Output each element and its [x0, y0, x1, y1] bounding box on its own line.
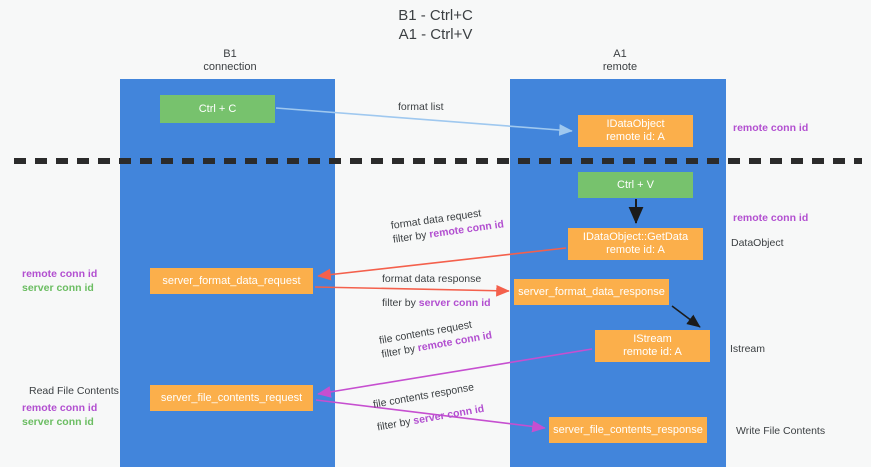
edge-label-format-data-response-line1: format data response	[382, 273, 482, 285]
left-annotation-server-conn-id-bottom: server conn id	[22, 416, 94, 428]
left-annotation-read-file-contents: Read File Contents	[29, 385, 119, 397]
left-annotation-remote-conn-id-bottom: remote conn id	[22, 402, 98, 414]
edge-label-format-data-response: format data response filter by server co…	[382, 272, 491, 310]
annotation-write-file-contents: Write File Contents	[736, 425, 826, 437]
edge-label-file-contents-response: file contents response filter by server …	[372, 379, 485, 434]
node-ctrl-c[interactable]: Ctrl + C	[160, 95, 275, 123]
node-ctrl-v[interactable]: Ctrl + V	[578, 172, 693, 198]
node-server-format-data-request[interactable]: server_format_data_request	[150, 268, 313, 294]
left-annotation-conn-ids-bottom: remote conn id server conn id	[22, 401, 97, 429]
annotation-remote-conn-id-top: remote conn id	[733, 122, 809, 134]
node-istream[interactable]: IStream remote id: A	[595, 330, 710, 362]
filter-key-server-conn-id: server conn id	[412, 402, 486, 428]
left-annotation-conn-ids-mid: remote conn id server conn id	[22, 267, 97, 295]
left-annotation-server-conn-id-mid: server conn id	[22, 282, 94, 294]
edge-label-format-data-response-line2: filter by server conn id	[382, 296, 491, 310]
page-title: B1 - Ctrl+C A1 - Ctrl+V	[398, 7, 473, 43]
node-idataobject[interactable]: IDataObject remote id: A	[578, 115, 693, 147]
edge-label-format-list: format list	[398, 101, 444, 113]
column-header-a1: A1 remote	[602, 48, 638, 73]
left-annotation-remote-conn-id-mid: remote conn id	[22, 268, 98, 280]
filter-prefix: filter by	[392, 228, 431, 246]
edge-label-file-contents-request: file contents request filter by remote c…	[378, 315, 493, 362]
edge-label-format-data-request: format data request filter by remote con…	[390, 203, 505, 246]
node-server-format-data-response[interactable]: server_format_data_response	[514, 279, 669, 305]
node-idataobject-getdata[interactable]: IDataObject::GetData remote id: A	[568, 228, 703, 260]
filter-prefix: filter by	[382, 297, 419, 309]
column-header-b1: B1 connection	[203, 48, 257, 73]
annotation-remote-conn-id-mid: remote conn id	[733, 212, 809, 224]
annotation-dataobject: DataObject	[731, 237, 784, 249]
annotation-istream: Istream	[730, 343, 766, 355]
filter-prefix: filter by	[376, 415, 415, 434]
node-server-file-contents-request[interactable]: server_file_contents_request	[150, 385, 313, 411]
node-server-file-contents-response[interactable]: server_file_contents_response	[549, 417, 707, 443]
filter-key-server-conn-id: server conn id	[418, 297, 491, 309]
